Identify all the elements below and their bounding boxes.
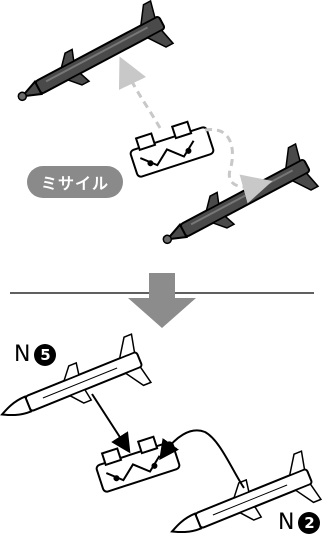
missile-label-badge: ミサイル — [27, 166, 123, 198]
missile-dark-top — [17, 0, 175, 102]
part-number-top: N 5 — [14, 342, 57, 367]
arrow-missile-left-to-rack — [91, 393, 131, 454]
part-number-bottom: N 2 — [278, 510, 321, 535]
step-down-arrow — [128, 273, 196, 328]
missile-white-right — [170, 450, 323, 534]
part-letter-top: N — [14, 342, 31, 367]
arrow-missile-right-to-rack — [159, 429, 245, 489]
dashed-arrow-to-top-missile — [118, 56, 162, 129]
part-letter-bottom: N — [278, 510, 295, 535]
pylon-rack-top — [129, 120, 215, 178]
part-circle-number-top: 5 — [34, 343, 57, 366]
part-circle-number-bottom: 2 — [298, 511, 321, 534]
dashed-arrow-to-right-missile — [204, 128, 273, 204]
pylon-rack-bottom — [95, 435, 181, 493]
missile-white-left — [0, 333, 153, 417]
